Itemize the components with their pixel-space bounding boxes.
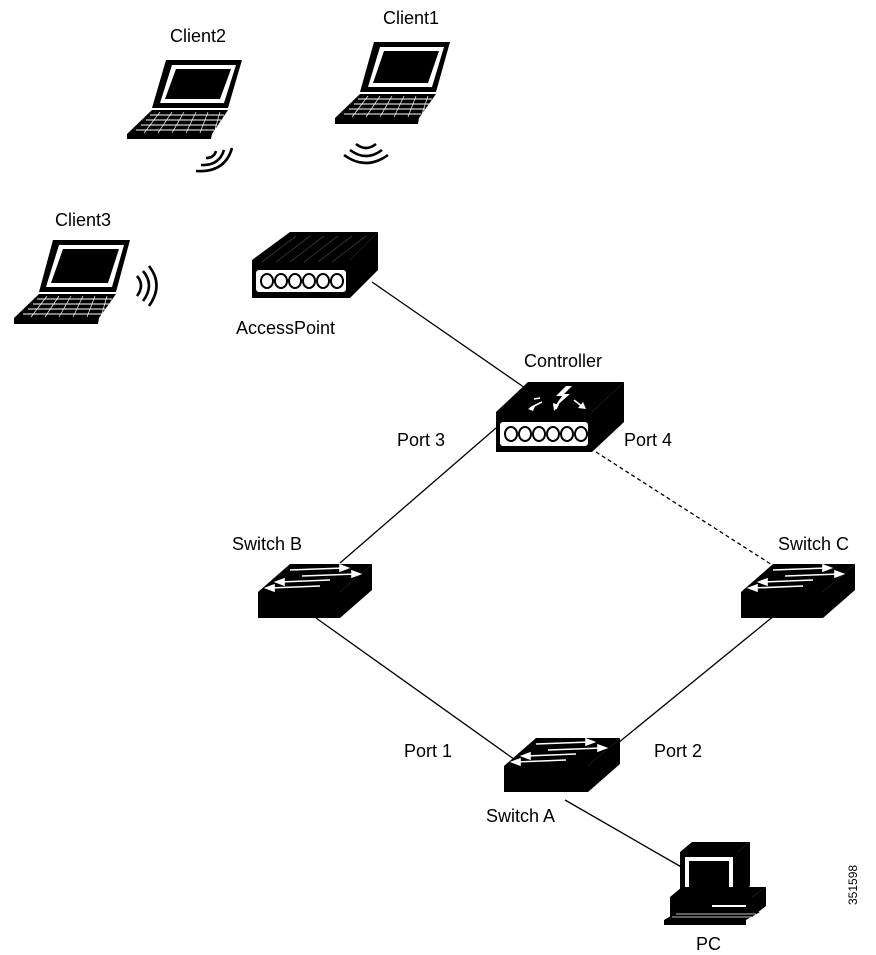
pc-label: PC	[696, 934, 721, 954]
switch-icon	[504, 737, 620, 792]
switch-a-label: Switch A	[486, 806, 555, 826]
figure-id-label: 351598	[846, 865, 860, 905]
port3-label: Port 3	[397, 430, 445, 450]
switch-icon	[258, 563, 372, 618]
switch-c-label: Switch C	[778, 534, 849, 554]
switch-b-label: Switch B	[232, 534, 302, 554]
link-controller-switch-b	[339, 427, 497, 564]
port4-label: Port 4	[624, 430, 672, 450]
access-point-icon	[252, 232, 378, 298]
port2-label: Port 2	[654, 741, 702, 761]
wireless-signal-icon	[195, 147, 234, 173]
laptop-icon	[127, 60, 242, 139]
laptop-icon	[14, 240, 130, 324]
pc-icon	[664, 842, 766, 925]
controller-label: Controller	[524, 351, 602, 371]
link-accesspoint-controller	[371, 281, 529, 391]
link-controller-switch-c	[595, 451, 781, 571]
switch-icon	[741, 563, 855, 618]
link-switch-c-switch-a	[617, 614, 776, 744]
client3-label: Client3	[55, 210, 111, 230]
access-point-label: AccessPoint	[236, 318, 335, 338]
link-switch-a-pc	[564, 799, 691, 873]
link-switch-b-switch-a	[315, 617, 519, 763]
client1-label: Client1	[383, 8, 439, 28]
wireless-signal-icon	[343, 142, 389, 165]
controller-icon	[496, 382, 624, 452]
wireless-signal-icon	[135, 265, 158, 307]
laptop-icon	[335, 42, 450, 124]
client2-label: Client2	[170, 26, 226, 46]
port1-label: Port 1	[404, 741, 452, 761]
